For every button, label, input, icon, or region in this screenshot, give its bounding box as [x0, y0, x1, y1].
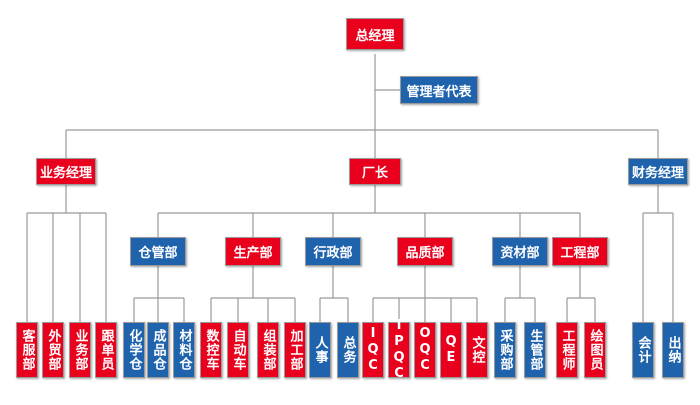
management-rep-box: 管理者代表 — [400, 76, 478, 104]
unit-production-control: 生管部 — [524, 322, 546, 378]
finance-manager-box: 财务经理 — [628, 158, 688, 185]
sales-manager-box: 业务经理 — [36, 158, 96, 185]
unit-machining: 加工部 — [284, 322, 306, 378]
unit-qe: QE — [440, 322, 462, 378]
unit-document-control: 文控 — [466, 322, 488, 378]
unit-order-follower: 跟单员 — [95, 322, 117, 378]
unit-cnc-lathe: 数控车 — [200, 322, 222, 378]
dept-materials: 资材部 — [492, 237, 548, 266]
factory-director-box: 厂长 — [349, 158, 401, 185]
unit-chemical-warehouse: 化学仓 — [123, 322, 145, 378]
unit-auto-lathe: 自动车 — [227, 322, 249, 378]
gm-box: 总经理 — [346, 18, 404, 50]
unit-customer-service: 客服部 — [16, 322, 38, 378]
dept-engineering: 工程部 — [552, 237, 608, 266]
unit-accountant: 会计 — [632, 322, 654, 378]
dept-production: 生产部 — [225, 237, 281, 266]
unit-cashier: 出纳 — [662, 322, 684, 378]
unit-foreign-trade: 外贸部 — [42, 322, 64, 378]
unit-general-affairs: 总务 — [337, 322, 359, 378]
unit-ipqc: IPQC — [388, 318, 410, 382]
dept-warehouse: 仓管部 — [130, 237, 186, 266]
unit-materials-warehouse: 材料仓 — [173, 322, 195, 378]
unit-finished-goods-warehouse: 成品仓 — [147, 322, 169, 378]
dept-quality: 品质部 — [397, 237, 453, 266]
unit-draftsman: 绘图员 — [584, 322, 606, 378]
unit-assembly: 组装部 — [257, 322, 279, 378]
unit-purchasing: 采购部 — [494, 322, 516, 378]
unit-oqc: OQC — [414, 322, 436, 378]
unit-engineer: 工程师 — [556, 322, 578, 378]
dept-admin: 行政部 — [305, 237, 361, 266]
unit-iqc: IQC — [362, 322, 384, 378]
unit-hr: 人事 — [309, 322, 331, 378]
unit-business: 业务部 — [69, 322, 91, 378]
